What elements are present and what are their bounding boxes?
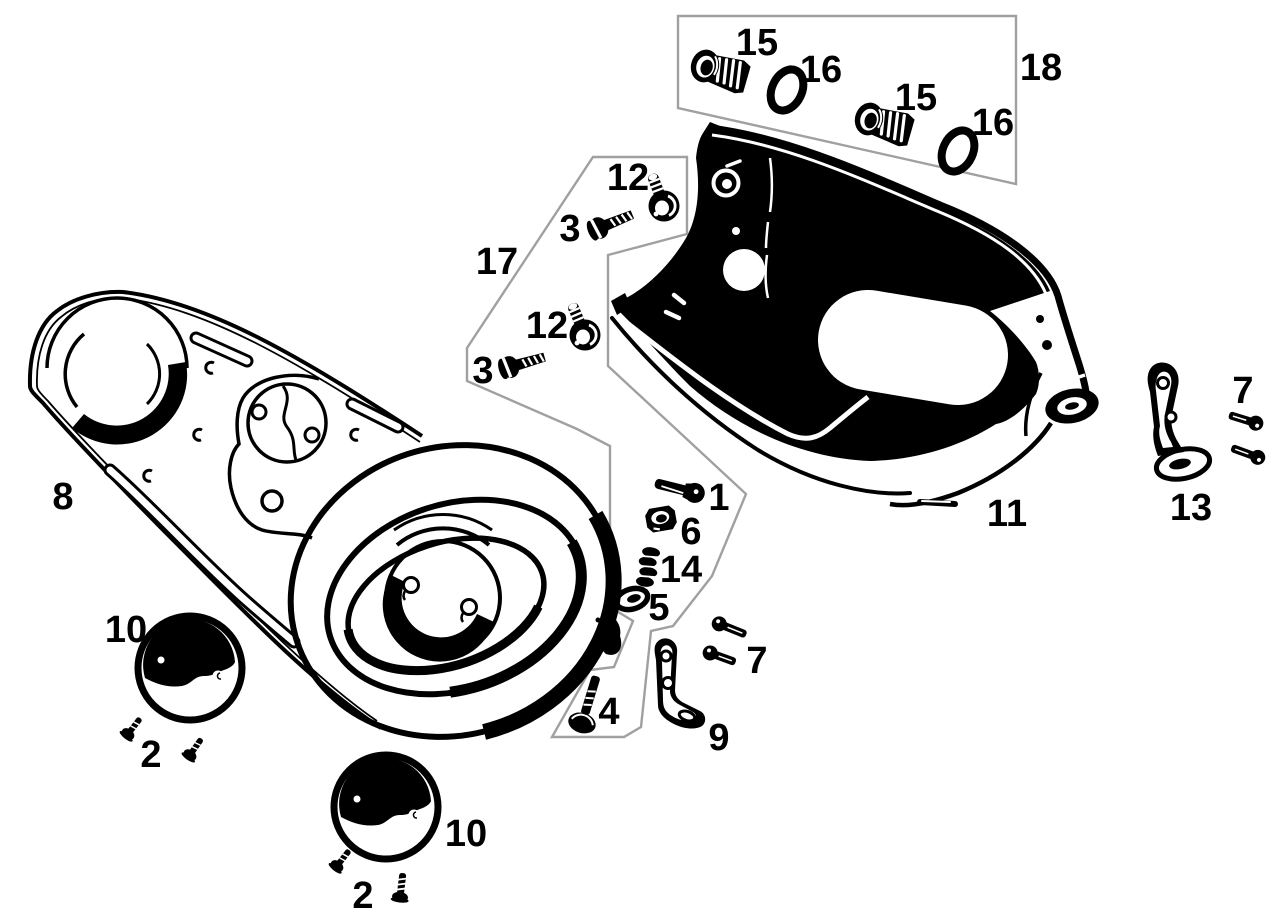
svg-text:15: 15 — [895, 77, 937, 119]
svg-text:2: 2 — [140, 734, 161, 776]
svg-text:17: 17 — [476, 241, 518, 283]
svg-text:4: 4 — [598, 691, 619, 733]
svg-text:7: 7 — [746, 640, 767, 682]
svg-text:10: 10 — [105, 609, 147, 651]
svg-text:2: 2 — [352, 875, 373, 917]
svg-text:3: 3 — [472, 350, 493, 392]
svg-text:1: 1 — [708, 477, 729, 519]
svg-text:15: 15 — [736, 22, 778, 64]
svg-text:16: 16 — [800, 49, 842, 91]
svg-text:5: 5 — [648, 587, 669, 629]
svg-text:3: 3 — [559, 208, 580, 250]
svg-text:14: 14 — [660, 549, 702, 591]
svg-text:6: 6 — [680, 511, 701, 553]
svg-text:12: 12 — [526, 305, 568, 347]
svg-text:7: 7 — [1232, 370, 1253, 412]
svg-text:9: 9 — [708, 717, 729, 759]
svg-text:10: 10 — [445, 813, 487, 855]
svg-text:16: 16 — [972, 102, 1014, 144]
svg-text:18: 18 — [1020, 47, 1062, 89]
svg-text:12: 12 — [607, 157, 649, 199]
svg-text:8: 8 — [52, 476, 73, 518]
svg-text:11: 11 — [987, 493, 1027, 535]
svg-text:13: 13 — [1170, 487, 1212, 529]
